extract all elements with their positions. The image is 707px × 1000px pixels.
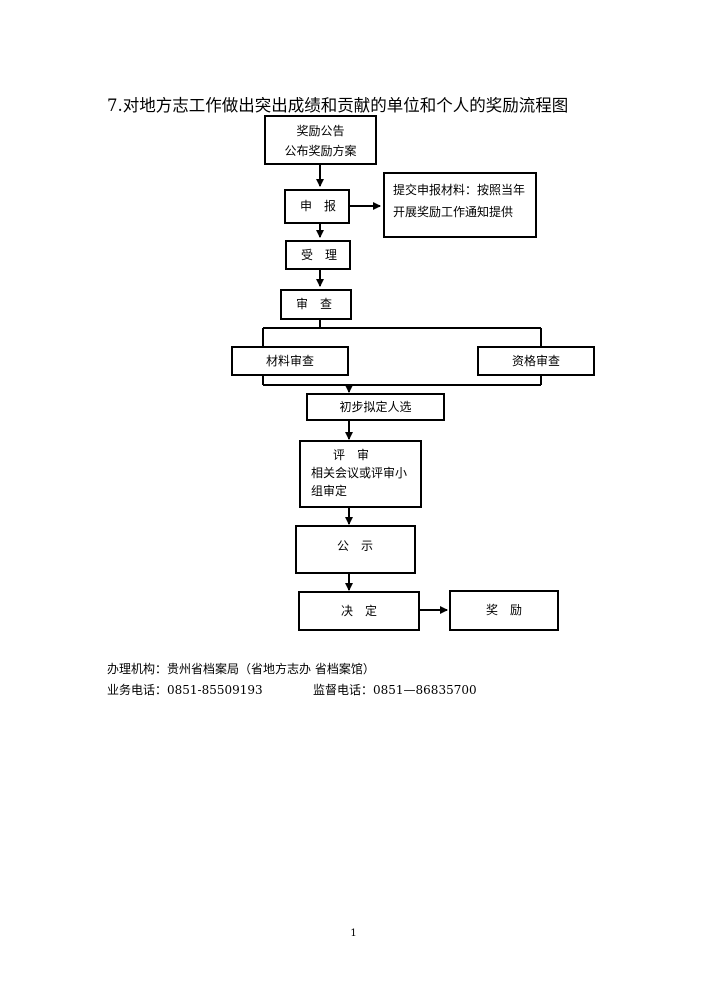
box-review: 审 查 <box>280 289 352 320</box>
box-apply-note-line2: 开展奖励工作通知提供 <box>393 205 514 219</box>
box-preliminary: 初步拟定人选 <box>306 393 445 421</box>
footer-agency: 办理机构：贵州省档案局（省地方志办 省档案馆） <box>107 662 375 676</box>
box-publicize: 公 示 <box>295 525 416 574</box>
box-qualification-review-label: 资格审查 <box>512 354 561 368</box>
box-evaluate-line3: 组审定 <box>311 484 348 498</box>
box-material-review-label: 材料审查 <box>266 354 315 368</box>
box-preliminary-label: 初步拟定人选 <box>339 400 412 414</box>
box-evaluate: 评 审 相关会议或评审小 组审定 <box>299 440 422 508</box>
box-reward: 奖 励 <box>449 590 559 631</box>
box-qualification-review: 资格审查 <box>477 346 595 376</box>
box-material-review: 材料审查 <box>231 346 349 376</box>
page-number: 1 <box>350 928 357 939</box>
box-announce-line1: 奖励公告 <box>296 124 345 138</box>
footer-business-phone: 业务电话：0851-85509193 <box>107 683 263 697</box>
box-accept: 受 理 <box>285 240 351 270</box>
box-apply-label: 申 报 <box>300 199 337 213</box>
box-apply: 申 报 <box>284 189 350 224</box>
box-review-label: 审 查 <box>296 297 333 311</box>
box-apply-note-line1: 提交申报材料：按照当年 <box>393 183 526 197</box>
box-decide: 决 定 <box>298 591 420 631</box>
box-apply-note: 提交申报材料：按照当年 开展奖励工作通知提供 <box>383 172 537 238</box>
box-accept-label: 受 理 <box>301 248 338 262</box>
box-announce: 奖励公告 公布奖励方案 <box>264 115 377 165</box>
box-decide-label: 决 定 <box>340 604 377 618</box>
box-evaluate-line2: 相关会议或评审小 <box>311 466 408 480</box>
box-publicize-label: 公 示 <box>337 539 374 553</box>
box-evaluate-line1: 评 审 <box>333 448 370 462</box>
box-reward-label: 奖 励 <box>485 603 522 617</box>
box-announce-line2: 公布奖励方案 <box>284 144 357 158</box>
page-title: 7.对地方志工作做出突出成绩和贡献的单位和个人的奖励流程图 <box>107 96 569 115</box>
footer-supervision-phone: 监督电话：0851—86835700 <box>313 683 477 697</box>
